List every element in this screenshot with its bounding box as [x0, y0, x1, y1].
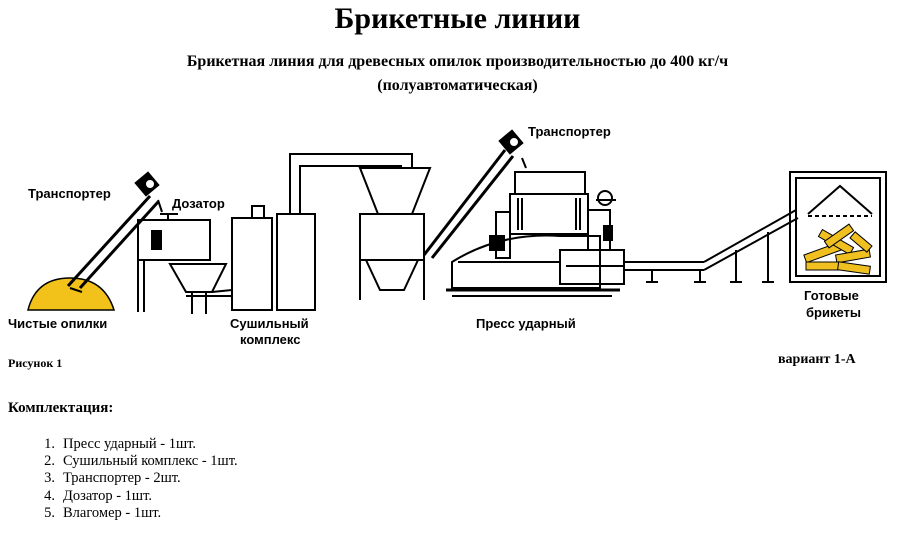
subtitle-line-2: (полуавтоматическая)	[377, 77, 538, 94]
label-ready-line-2: брикеты	[806, 305, 861, 320]
label-clean-sawdust: Чистые опилки	[8, 316, 108, 331]
label-dryer-line-2: комплекс	[240, 332, 301, 347]
dryer-complex	[231, 153, 432, 311]
briquettes	[803, 223, 873, 275]
subtitle-line-1: Брикетная линия для древесных опилок про…	[186, 53, 729, 70]
list-item-number: 3.	[44, 470, 55, 487]
kit-list: 1. Пресс ударный - 1шт. 2. Сушильный компл…	[30, 436, 238, 522]
list-item-text: Влагомер - 1шт.	[63, 504, 162, 521]
list-item: 2. Сушильный комплекс - 1шт.	[30, 453, 238, 470]
doser	[137, 213, 233, 314]
label-transporter-left: Транспортер	[28, 186, 111, 201]
briquette-container	[789, 171, 887, 283]
list-item-text: Транспортер - 2шт.	[63, 470, 181, 487]
list-item: 5. Влагомер - 1шт.	[30, 505, 238, 522]
label-press: Пресс ударный	[476, 316, 576, 331]
list-item-number: 1.	[44, 436, 55, 452]
page-title: Брикетные линии	[334, 2, 581, 35]
sawdust-pile	[27, 277, 116, 311]
list-item: 3. Транспортер - 2шт.	[30, 470, 238, 487]
impact-press	[446, 171, 625, 297]
figure-caption: Рисунок 1	[8, 356, 63, 370]
list-item-number: 2.	[44, 453, 55, 470]
label-doser: Дозатор	[172, 196, 225, 211]
list-item: 4. Дозатор - 1шт.	[30, 488, 238, 505]
list-item-number: 4.	[44, 487, 55, 504]
kit-title: Комплектация:	[8, 400, 114, 416]
variant-label: вариант 1-А	[778, 352, 856, 367]
list-item-text: Пресс ударный - 1шт.	[63, 436, 197, 452]
list-item-number: 5.	[44, 504, 55, 521]
list-item-text: Сушильный комплекс - 1шт.	[63, 453, 238, 470]
output-conveyor	[624, 209, 799, 283]
transporter-right	[422, 129, 527, 259]
label-transporter-right: Транспортер	[528, 124, 611, 139]
list-item-text: Дозатор - 1шт.	[63, 487, 152, 504]
label-ready-line-1: Готовые	[804, 288, 859, 303]
subtitle: Брикетная линия для древесных опилок про…	[0, 50, 915, 98]
label-dryer-line-1: Сушильный	[230, 316, 309, 331]
transporter-left	[66, 171, 163, 293]
list-item: 1. Пресс ударный - 1шт.	[30, 436, 238, 453]
